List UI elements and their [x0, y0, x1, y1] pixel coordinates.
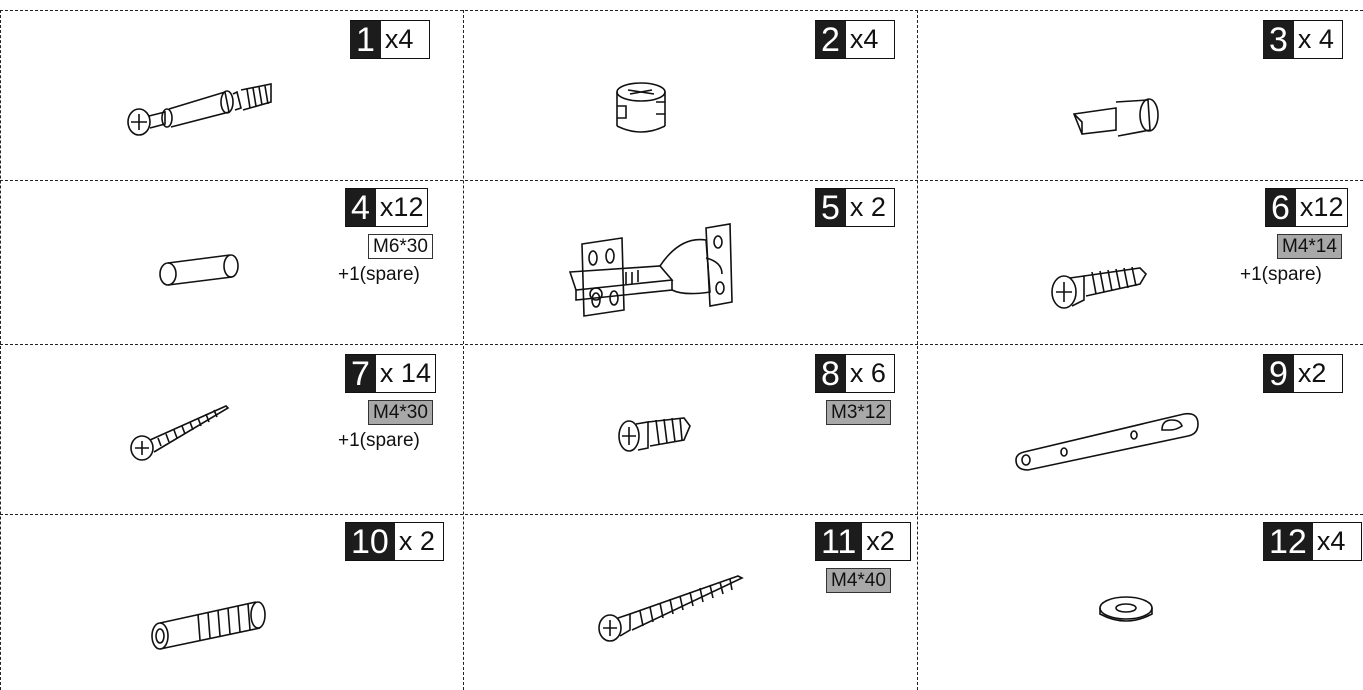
part-tag: 11 x2: [815, 522, 911, 561]
grid-divider: [0, 344, 1363, 345]
wall-screw-icon: [596, 572, 746, 644]
part-tag: 12 x4: [1263, 522, 1362, 561]
washer-icon: [1096, 594, 1156, 628]
part-spec: M4*40: [826, 568, 891, 593]
part-number: 3: [1263, 21, 1294, 58]
part-tag: 2 x4: [815, 20, 895, 59]
grid-divider: [0, 514, 1363, 515]
part-quantity: x 2: [395, 523, 443, 560]
part-quantity: x4: [381, 21, 429, 58]
spare-note: +1(spare): [1240, 264, 1322, 286]
part-number: 2: [815, 21, 846, 58]
part-number: 8: [815, 355, 846, 392]
part-spec: M6*30: [368, 234, 433, 259]
part-quantity: x4: [846, 21, 894, 58]
cam-bolt-icon: [125, 78, 275, 138]
part-quantity: x12: [376, 189, 428, 226]
part-number: 1: [350, 21, 381, 58]
spare-note: +1(spare): [338, 264, 420, 286]
short-screw-icon: [1048, 258, 1150, 310]
part-quantity: x 4: [1294, 21, 1342, 58]
part-tag: 4 x12: [345, 188, 428, 227]
part-quantity: x 14: [376, 355, 435, 392]
part-number: 12: [1263, 523, 1313, 560]
grid-divider: [0, 180, 1363, 181]
part-spec: M4*30: [368, 400, 433, 425]
part-tag: 10 x 2: [345, 522, 444, 561]
grid-divider: [0, 10, 1, 690]
part-spec: M3*12: [826, 400, 891, 425]
part-tag: 7 x 14: [345, 354, 436, 393]
part-quantity: x4: [1313, 523, 1361, 560]
part-quantity: x 2: [846, 189, 894, 226]
wall-plug-icon: [148, 596, 270, 652]
part-tag: 6 x12: [1265, 188, 1348, 227]
part-number: 6: [1265, 189, 1296, 226]
part-tag: 1 x4: [350, 20, 430, 59]
part-tag: 9 x2: [1263, 354, 1343, 393]
part-quantity: x 6: [846, 355, 894, 392]
part-spec: M4*14: [1277, 234, 1342, 259]
shelf-pin-icon: [1070, 96, 1162, 142]
part-number: 5: [815, 189, 846, 226]
part-tag: 5 x 2: [815, 188, 895, 227]
part-quantity: x2: [862, 523, 910, 560]
cam-lock-icon: [614, 80, 668, 138]
wood-dowel-icon: [156, 252, 242, 288]
grid-divider: [917, 10, 918, 690]
part-number: 7: [345, 355, 376, 392]
part-number: 9: [1263, 355, 1294, 392]
part-quantity: x12: [1296, 189, 1348, 226]
small-screw-icon: [616, 410, 692, 454]
part-number: 11: [815, 523, 862, 560]
part-number: 4: [345, 189, 376, 226]
part-tag: 8 x 6: [815, 354, 895, 393]
hinge-icon: [560, 222, 734, 322]
part-number: 10: [345, 523, 395, 560]
grid-divider: [463, 10, 464, 690]
spare-note: +1(spare): [338, 430, 420, 452]
anti-tip-strap-icon: [1012, 408, 1202, 472]
part-quantity: x2: [1294, 355, 1342, 392]
grid-divider: [0, 10, 1363, 11]
long-screw-icon: [128, 400, 232, 464]
part-tag: 3 x 4: [1263, 20, 1343, 59]
